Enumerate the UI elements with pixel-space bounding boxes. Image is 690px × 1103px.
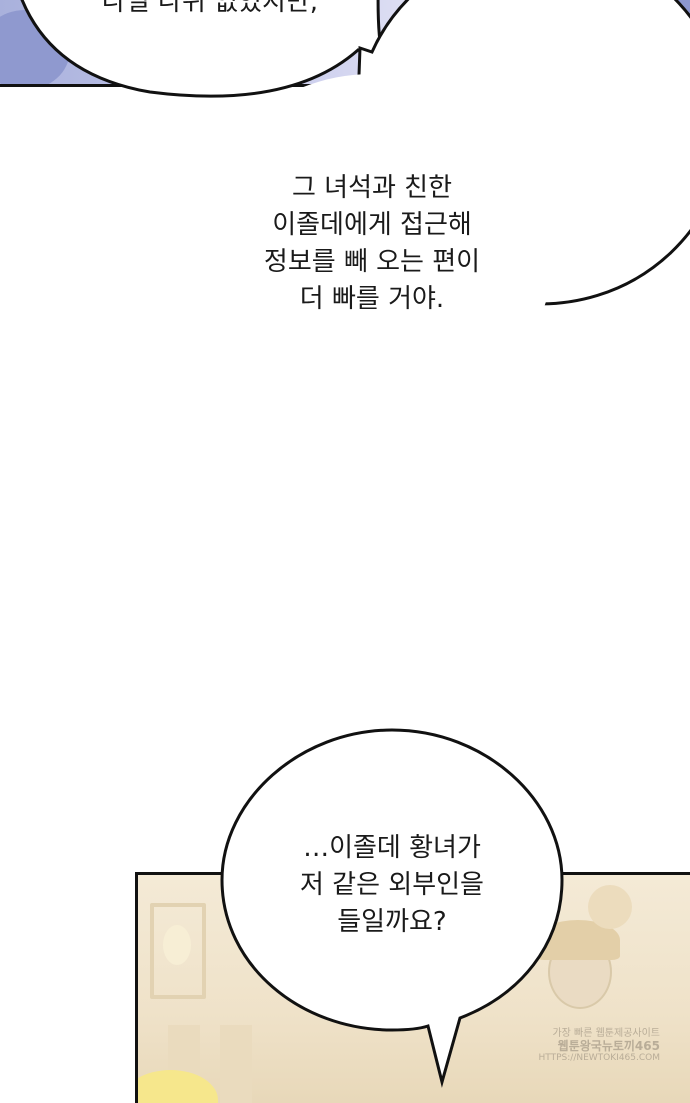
speech-bubble-top xyxy=(20,0,386,98)
speech-line: 들일까요? xyxy=(337,907,447,937)
watermark-line: 가장 빠른 웹툰제공사이트 xyxy=(552,1028,660,1039)
speech-line: …이졸데 황녀가 xyxy=(303,833,481,863)
speech-bubble-bottom xyxy=(220,728,564,1088)
speech-text-bottom: …이졸데 황녀가 저 같은 외부인을 들일까요? xyxy=(262,830,522,941)
speech-bubble-middle-fill xyxy=(190,74,554,426)
speech-line: 이졸데에게 접근해 xyxy=(272,210,472,240)
watermark-line: 웹툰왕국뉴토끼465 xyxy=(557,1038,660,1053)
speech-line: 그 녀석과 친한 xyxy=(291,173,453,203)
wall-ornament xyxy=(163,925,191,965)
watermark-line: HTTPS://NEWTOKI465.COM xyxy=(538,1053,660,1064)
speech-line: 정보를 빼 오는 편이 xyxy=(263,247,481,277)
site-watermark: 가장 빠른 웹툰제공사이트 웹툰왕국뉴토끼465 HTTPS://NEWTOKI… xyxy=(500,1028,660,1064)
speech-line: 더 빠를 거야. xyxy=(299,284,445,314)
speech-text-top: 나일 나위 없었지만, xyxy=(60,0,360,21)
pillar xyxy=(220,1025,252,1103)
hair-flower xyxy=(588,885,632,929)
speech-line: 저 같은 외부인을 xyxy=(300,870,484,900)
speech-text-middle: 그 녀석과 친한 이졸데에게 접근해 정보를 빼 오는 편이 더 빠를 거야. xyxy=(232,170,512,318)
speech-line: 나일 나위 없었지만, xyxy=(101,0,319,17)
wall-frame xyxy=(150,903,206,999)
